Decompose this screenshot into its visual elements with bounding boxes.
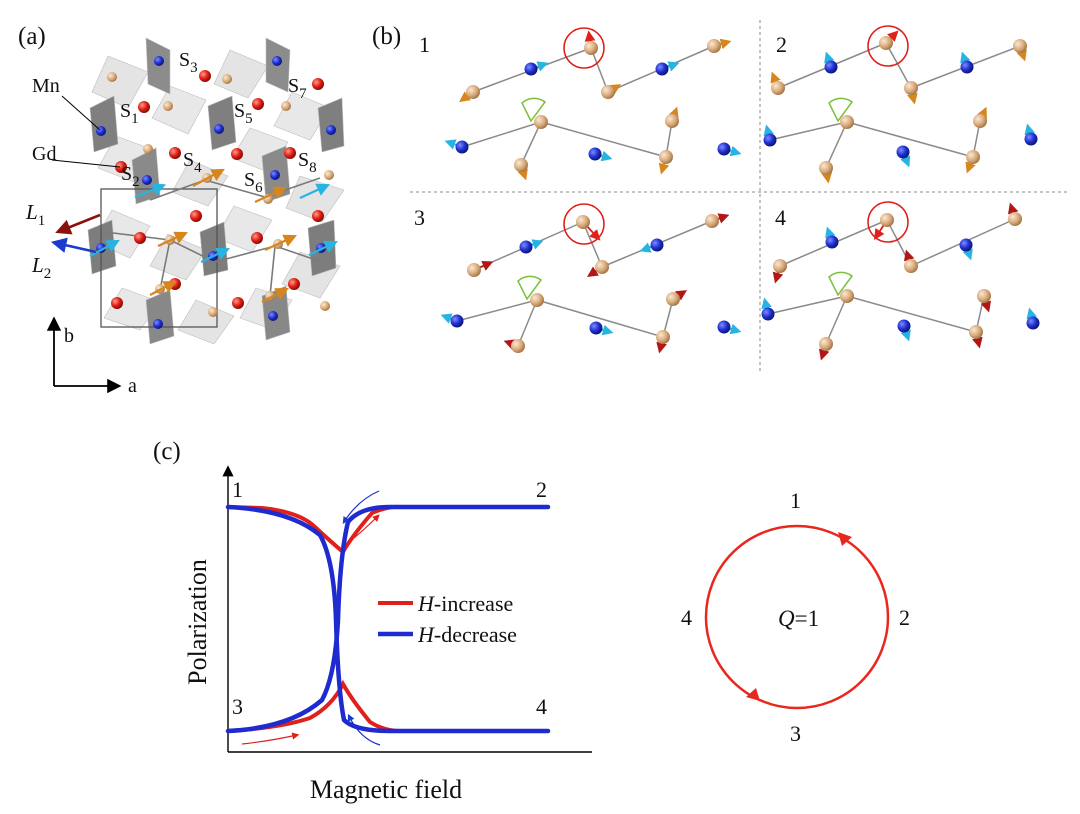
- s4-label: S: [183, 149, 194, 171]
- svg-text:S3: S3: [179, 49, 198, 76]
- state-2-label: 2: [536, 477, 547, 502]
- gd-label: Gd: [32, 143, 56, 165]
- axis-a-label: a: [128, 375, 137, 397]
- s6-label: S: [244, 169, 255, 191]
- l2-vector: [50, 237, 97, 254]
- quadrant-2-label: 2: [776, 32, 787, 57]
- svg-text:Q=1: Q=1: [778, 606, 819, 631]
- s3-sub: 3: [190, 60, 198, 76]
- s7-label: S: [288, 75, 299, 97]
- l2-label: L: [31, 253, 44, 277]
- s8-sub: 8: [309, 160, 317, 176]
- svg-text:S8: S8: [298, 149, 317, 176]
- state-1-label: 1: [232, 477, 243, 502]
- quadrant-2: 2: [763, 25, 1038, 184]
- s3-label: S: [179, 49, 190, 71]
- quadrant-1: 1: [419, 27, 742, 181]
- legend-increase-italic: H: [417, 591, 435, 616]
- polyhedra-layer: [87, 37, 345, 345]
- cycle-4-label: 4: [681, 605, 692, 630]
- legend: H-increase H-decrease: [378, 591, 517, 647]
- cycle-3-label: 3: [790, 721, 801, 746]
- l1-vector: [55, 213, 101, 235]
- panel-c: (c) Polarization Magnetic field 1 2 3 4: [153, 438, 910, 804]
- s6-sub: 6: [255, 180, 263, 196]
- svg-text:S1: S1: [120, 100, 139, 127]
- crystal-axes: b a: [46, 316, 137, 397]
- mn-label: Mn: [32, 75, 60, 97]
- quadrant-3-label: 3: [414, 205, 425, 230]
- spin-arrows-a: [89, 168, 338, 303]
- direction-arrows: [241, 490, 381, 746]
- s1-sub: 1: [131, 111, 139, 127]
- s2-sub: 2: [132, 174, 140, 190]
- legend-decrease-label: -decrease: [434, 622, 517, 647]
- mn-leader: [61, 95, 101, 131]
- l2-sub: 2: [44, 266, 52, 282]
- svg-text:H-decrease: H-decrease: [417, 622, 517, 647]
- svg-text:H-increase: H-increase: [417, 591, 513, 616]
- state-4-label: 4: [536, 694, 547, 719]
- svg-text:S5: S5: [234, 100, 253, 127]
- s8-label: S: [298, 149, 309, 171]
- quadrant-1-label: 1: [419, 32, 430, 57]
- s1-label: S: [120, 100, 131, 122]
- panel-c-tag: (c): [153, 438, 181, 465]
- svg-text:L2: L2: [31, 253, 51, 282]
- y-axis-title: Polarization: [183, 559, 212, 685]
- quadrant-4-label: 4: [775, 205, 786, 230]
- hysteresis-curves: [225, 504, 551, 734]
- cycle-arrow-bottom: [746, 688, 760, 701]
- state-3-label: 3: [232, 694, 243, 719]
- s5-sub: 5: [245, 111, 253, 127]
- panel-a-tag: (a): [18, 23, 46, 50]
- legend-increase-label: -increase: [434, 591, 513, 616]
- s4-sub: 4: [194, 160, 202, 176]
- l1-label: L: [25, 200, 38, 224]
- quadrant-4: 4: [761, 201, 1040, 361]
- svg-text:S6: S6: [244, 169, 263, 196]
- cycle-1-label: 1: [790, 488, 801, 513]
- cycle-q-italic: Q: [778, 606, 795, 631]
- site-labels: S3 S7 S1 S5 S2 S4 S6 S8: [120, 49, 317, 196]
- x-axis-title: Magnetic field: [310, 775, 462, 804]
- curve-decrease-b: [225, 504, 551, 734]
- svg-text:S4: S4: [183, 149, 202, 176]
- s2-label: S: [121, 163, 132, 185]
- cycle-q-value: =1: [795, 606, 819, 631]
- legend-decrease-italic: H: [417, 622, 435, 647]
- cycle-circle: [704, 524, 890, 710]
- svg-text:L1: L1: [25, 200, 45, 229]
- panel-b: (b) 1: [372, 20, 1068, 372]
- l1-sub: 1: [38, 213, 46, 229]
- s5-label: S: [234, 100, 245, 122]
- svg-text:S2: S2: [121, 163, 140, 190]
- curve-decrease-a: [225, 504, 551, 734]
- cycle-arrow-top: [838, 532, 852, 546]
- panel-b-tag: (b): [372, 23, 401, 50]
- svg-text:S7: S7: [288, 75, 307, 102]
- cycle-2-label: 2: [899, 605, 910, 630]
- cycle-diagram: 1 2 3 4 Q=1: [681, 488, 910, 746]
- quadrant-3: 3: [414, 203, 742, 354]
- s7-sub: 7: [299, 86, 307, 102]
- axis-b-label: b: [64, 325, 74, 347]
- panel-a: (a): [18, 23, 345, 397]
- curve-increase-lower: [226, 679, 402, 733]
- gd-leader: [51, 159, 121, 168]
